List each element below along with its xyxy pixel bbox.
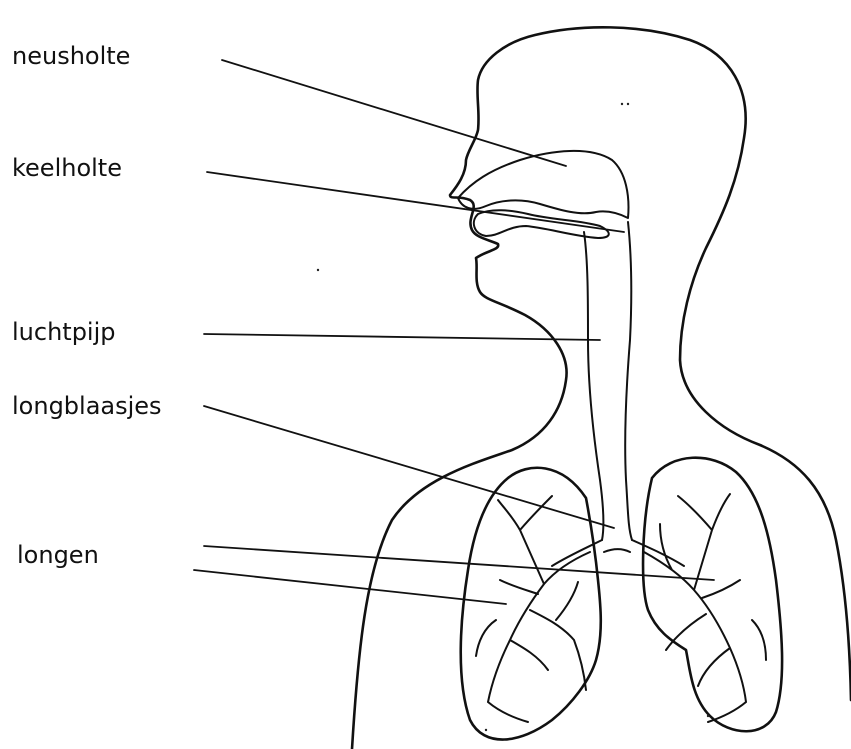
leader-luchtpijp xyxy=(204,334,600,340)
leader-neusholte xyxy=(222,60,566,166)
leader-longen-left xyxy=(194,570,506,604)
pharynx-trachea-back xyxy=(625,222,632,540)
leader-keelholte xyxy=(207,172,624,232)
label-neusholte: neusholte xyxy=(12,42,130,70)
nasal-cavity xyxy=(458,151,628,218)
body-outline xyxy=(352,27,851,749)
label-longblaasjes: longblaasjes xyxy=(12,392,162,420)
leader-longblaasjes xyxy=(204,406,614,528)
oral-cavity xyxy=(474,210,609,238)
left-bronchial-tree xyxy=(476,496,590,722)
label-keelholte: keelholte xyxy=(12,154,122,182)
label-longen: longen xyxy=(17,541,99,569)
pharynx-trachea xyxy=(584,232,603,540)
leader-longen-right xyxy=(204,546,714,580)
right-bronchial-tree xyxy=(644,494,766,722)
label-luchtpijp: luchtpijp xyxy=(12,318,116,346)
